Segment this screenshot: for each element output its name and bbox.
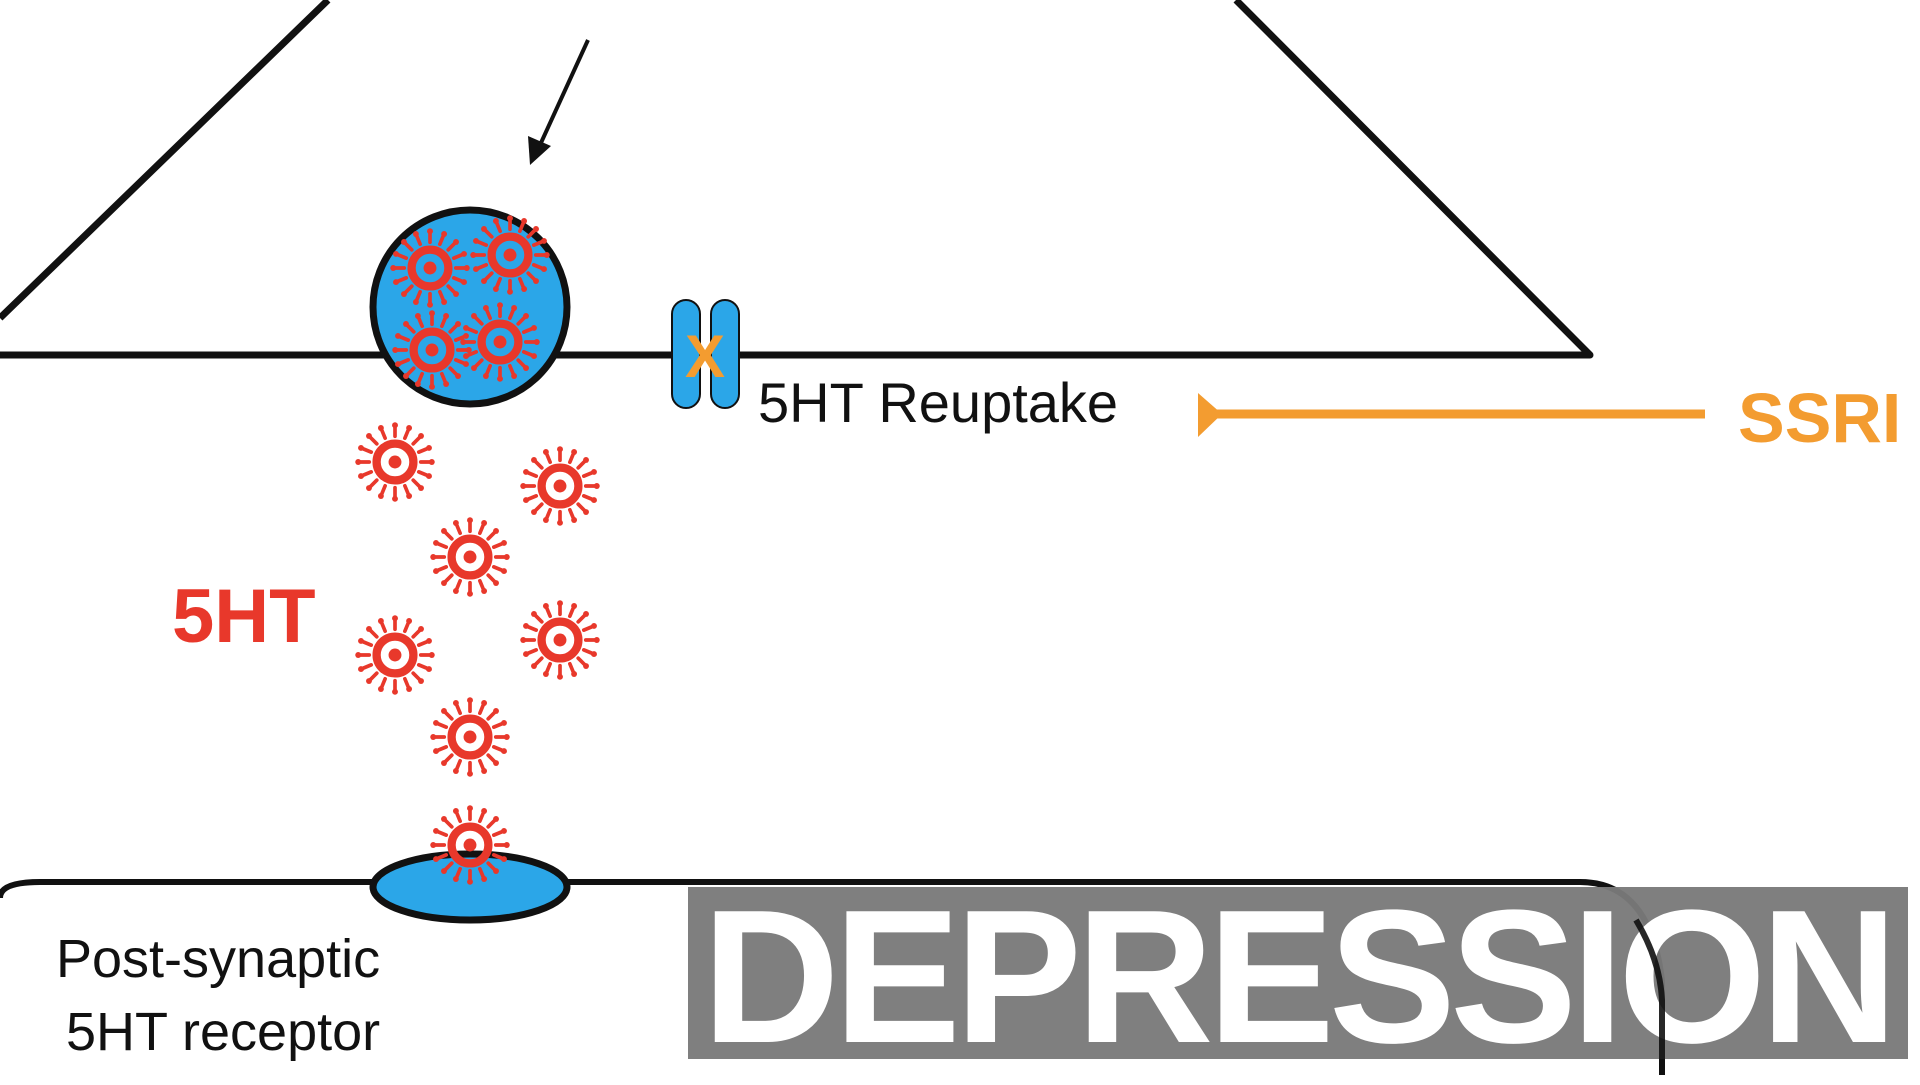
presynaptic-membrane (0, 0, 1594, 359)
arrow-icon (528, 39, 590, 165)
serotonin-molecule (430, 517, 510, 597)
ssri-inhibition-line (1198, 393, 1705, 437)
serotonin-molecule (355, 615, 435, 695)
serotonin-molecule (470, 215, 550, 295)
receptor-label-line1: Post-synaptic (56, 929, 380, 989)
receptor-label-line2: 5HT receptor (66, 1002, 380, 1062)
serotonin-molecule (430, 805, 510, 885)
depression-title: DEPRESSION (702, 871, 1892, 1080)
serotonin-molecules (355, 422, 600, 777)
serotonin-molecule (460, 302, 540, 382)
serotonin-label: 5HT (172, 574, 316, 659)
vesicle-molecules (390, 215, 550, 390)
ssri-label: SSRI (1738, 379, 1901, 457)
depression-overlay: DEPRESSION (688, 871, 1908, 1083)
serotonin-molecule (355, 422, 435, 502)
serotonin-molecule (392, 310, 472, 390)
reuptake-label: 5HT Reuptake (758, 371, 1118, 434)
serotonin-molecule (430, 697, 510, 777)
serotonin-molecule (390, 228, 470, 308)
blocked-mark: X (685, 323, 725, 390)
reuptake-transporter: X (671, 299, 740, 409)
serotonin-molecule (520, 446, 600, 526)
serotonin-molecule (520, 600, 600, 680)
vesicle (369, 206, 571, 408)
bound-molecule (430, 805, 510, 885)
postsynaptic-receptor (369, 850, 571, 924)
